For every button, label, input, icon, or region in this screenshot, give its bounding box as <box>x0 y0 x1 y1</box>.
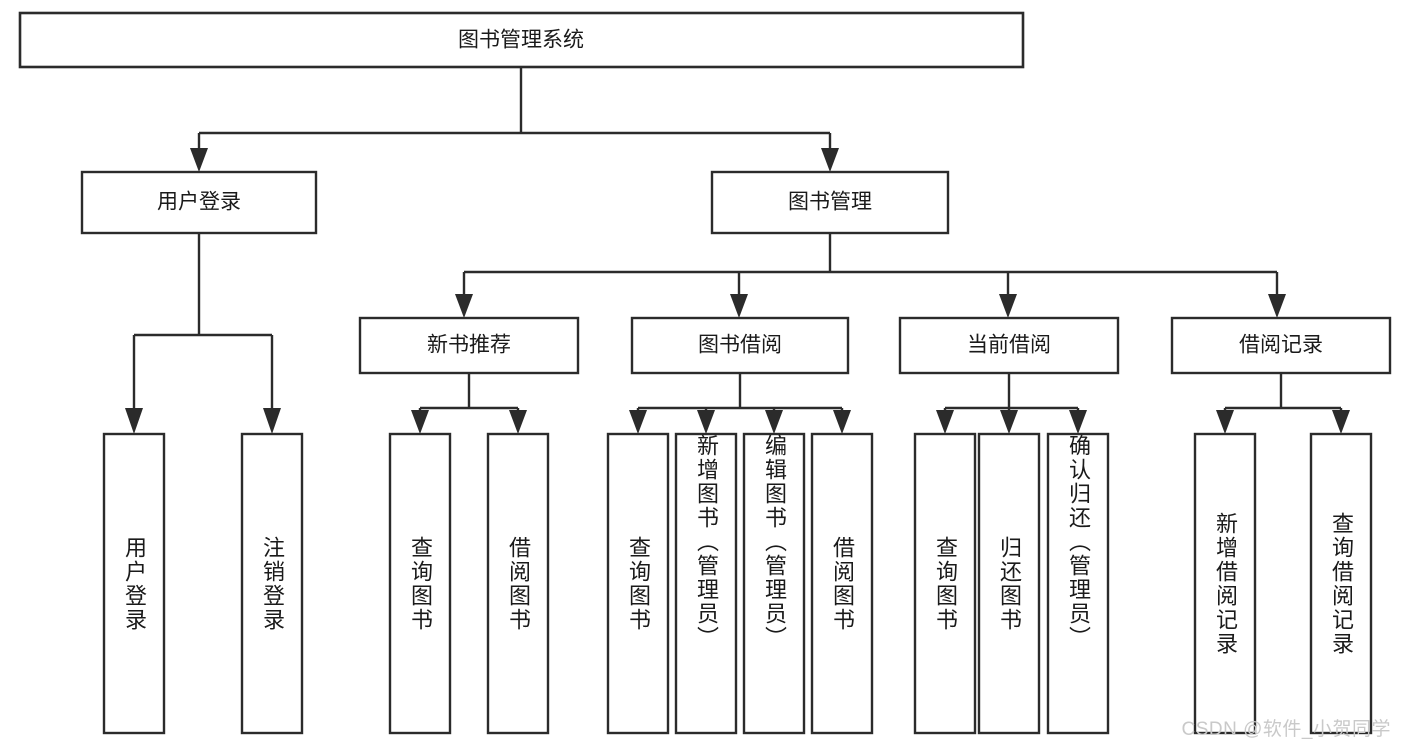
node-title-system-label: 图书管理系统 <box>458 29 584 52</box>
node-leaf-borrow-book-1-box[interactable] <box>486 432 550 735</box>
connector-user-login-bus <box>132 233 274 410</box>
arrow-head-icon <box>629 410 647 434</box>
arrow-head-icon <box>821 148 839 172</box>
node-leaf-query-book-3-box[interactable] <box>913 432 977 735</box>
node-leaf-query-book-1-box[interactable] <box>388 432 452 735</box>
node-book-borrow[interactable]: 图书借阅 <box>630 316 850 375</box>
node-user-login-label: 用户登录 <box>157 191 241 214</box>
node-current-borrow[interactable]: 当前借阅 <box>898 316 1120 375</box>
arrow-head-icon <box>730 294 748 318</box>
connector-root-bus <box>197 67 832 150</box>
node-leaf-query-book-2-box[interactable] <box>606 432 670 735</box>
arrow-head-icon <box>455 294 473 318</box>
node-title-system-box <box>18 11 1025 69</box>
node-borrow-record[interactable]: 借阅记录 <box>1170 316 1392 375</box>
connector-book-management-bus <box>462 233 1279 296</box>
arrow-head-icon <box>125 408 143 434</box>
node-current-borrow-label: 当前借阅 <box>967 334 1051 357</box>
connector-book-borrow-bus <box>636 373 844 412</box>
node-leaf-add-record-box[interactable] <box>1193 432 1257 735</box>
node-new-book-recommend-label: 新书推荐 <box>427 334 511 357</box>
node-leaf-confirm-return-box[interactable] <box>1046 432 1110 735</box>
arrow-head-icon <box>833 410 851 434</box>
node-book-management[interactable]: 图书管理 <box>710 170 950 235</box>
arrow-head-icon <box>765 410 783 434</box>
arrow-head-icon <box>190 148 208 172</box>
arrow-head-icon <box>509 410 527 434</box>
node-user-login-box <box>80 170 318 235</box>
node-book-borrow-label: 图书借阅 <box>698 334 782 357</box>
connector-new-book-recommend-bus <box>418 373 520 412</box>
arrow-head-icon <box>411 410 429 434</box>
node-leaf-return-book-box[interactable] <box>977 432 1041 735</box>
arrow-head-icon <box>1000 410 1018 434</box>
node-new-book-recommend[interactable]: 新书推荐 <box>358 316 580 375</box>
node-leaf-add-book-box[interactable] <box>674 432 738 735</box>
arrow-head-icon <box>999 294 1017 318</box>
arrow-head-icon <box>1216 410 1234 434</box>
node-new-book-recommend-box <box>358 316 580 375</box>
node-leaf-query-record-box[interactable] <box>1309 432 1373 735</box>
node-leaf-edit-book-box[interactable] <box>742 432 806 735</box>
node-user-login[interactable]: 用户登录 <box>80 170 318 235</box>
arrow-head-icon <box>1332 410 1350 434</box>
node-leaf-logout-login-box[interactable] <box>240 432 304 735</box>
arrow-head-icon <box>1268 294 1286 318</box>
arrow-head-icon <box>697 410 715 434</box>
arrow-head-icon <box>263 408 281 434</box>
node-leaf-borrow-book-2-box[interactable] <box>810 432 874 735</box>
node-title-system[interactable]: 图书管理系统 <box>18 11 1025 69</box>
connector-current-borrow-bus <box>943 373 1080 412</box>
node-borrow-record-label: 借阅记录 <box>1239 334 1323 357</box>
node-book-management-label: 图书管理 <box>788 191 872 214</box>
arrow-head-icon <box>936 410 954 434</box>
node-leaf-user-login-box[interactable] <box>102 432 166 735</box>
watermark-text: CSDN @软件_小贺同学 <box>1181 719 1391 740</box>
connector-borrow-record-bus <box>1223 373 1343 412</box>
node-current-borrow-box <box>898 316 1120 375</box>
arrow-head-icon <box>1069 410 1087 434</box>
